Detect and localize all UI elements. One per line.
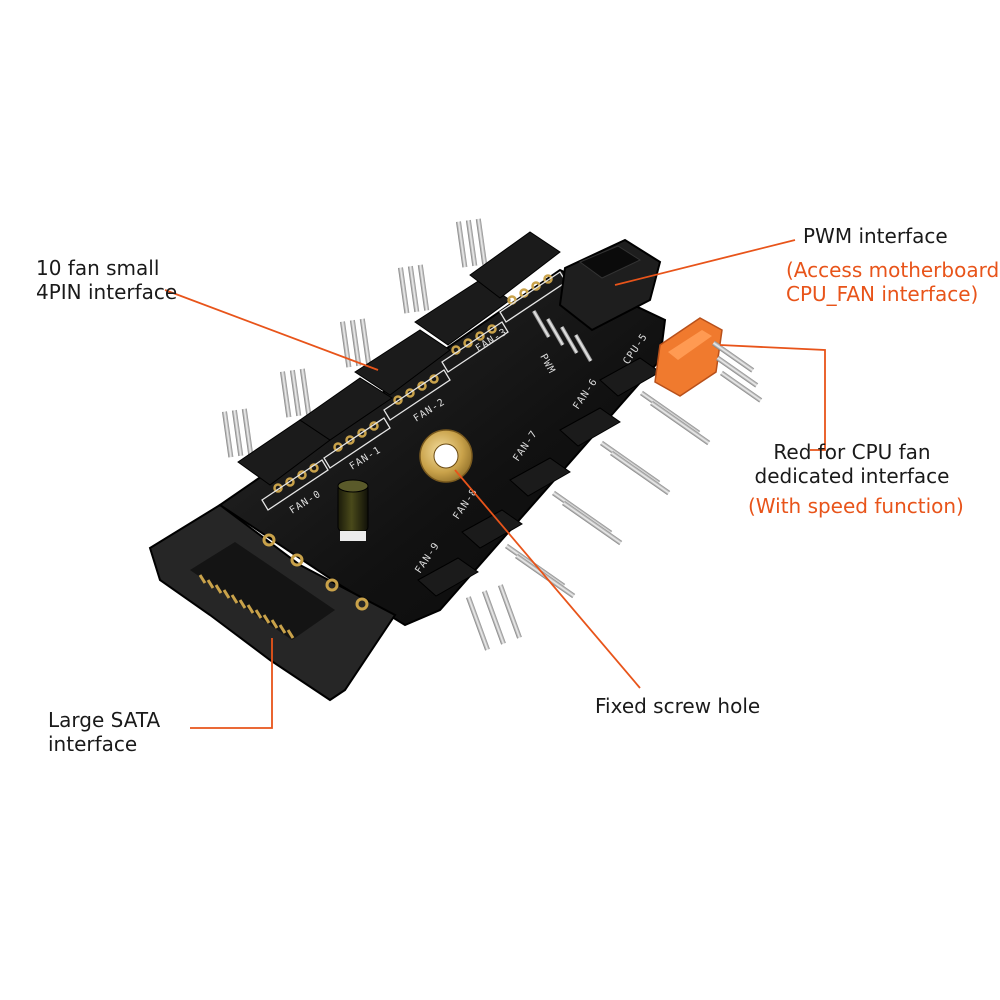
screw-hole xyxy=(419,429,473,483)
callout-fan-small-line2: 4PIN interface xyxy=(36,280,178,304)
fan-hub-board: FAN-0 FAN-1 FAN-2 FAN-3 PWM CPU-5 FAN-6 … xyxy=(148,218,763,702)
sata-connector xyxy=(148,503,397,702)
callout-fan-small: 10 fan small 4PIN interface xyxy=(36,256,177,304)
callout-fan-small-line1: 10 fan small xyxy=(36,256,160,280)
leader-cpu-fan xyxy=(719,344,826,451)
callout-pwm-sub2: CPU_FAN interface) xyxy=(786,282,979,306)
leader-lines xyxy=(164,239,826,729)
leader-sata xyxy=(190,638,273,729)
callout-pwm-sub: (Access motherboard CPU_FAN interface) xyxy=(786,258,999,306)
capacitor xyxy=(337,479,369,541)
callout-cpu-fan-line2: dedicated interface xyxy=(754,464,950,488)
callout-cpu-fan-sub: (With speed function) xyxy=(748,494,964,518)
callout-cpu-fan-line1: Red for CPU fan xyxy=(773,440,931,464)
callout-sata-line2: interface xyxy=(48,732,138,756)
pwm-connector xyxy=(532,238,662,362)
leader-pwm xyxy=(614,239,796,286)
cpu-fan-connector-red xyxy=(654,317,763,403)
pin-pads xyxy=(273,274,553,493)
callout-screw: Fixed screw hole xyxy=(595,694,761,718)
leader-screw xyxy=(454,469,641,689)
callout-pwm-sub1: (Access motherboard xyxy=(786,258,1000,282)
top-fan-housings xyxy=(237,231,561,486)
callout-pwm-title: PWM interface xyxy=(803,224,948,248)
callout-sata: Large SATA interface xyxy=(48,708,160,756)
leader-fan-small xyxy=(164,289,379,371)
callout-cpu-fan: Red for CPU fan dedicated interface (Wit… xyxy=(748,440,964,518)
callout-sata-line1: Large SATA xyxy=(48,708,161,732)
